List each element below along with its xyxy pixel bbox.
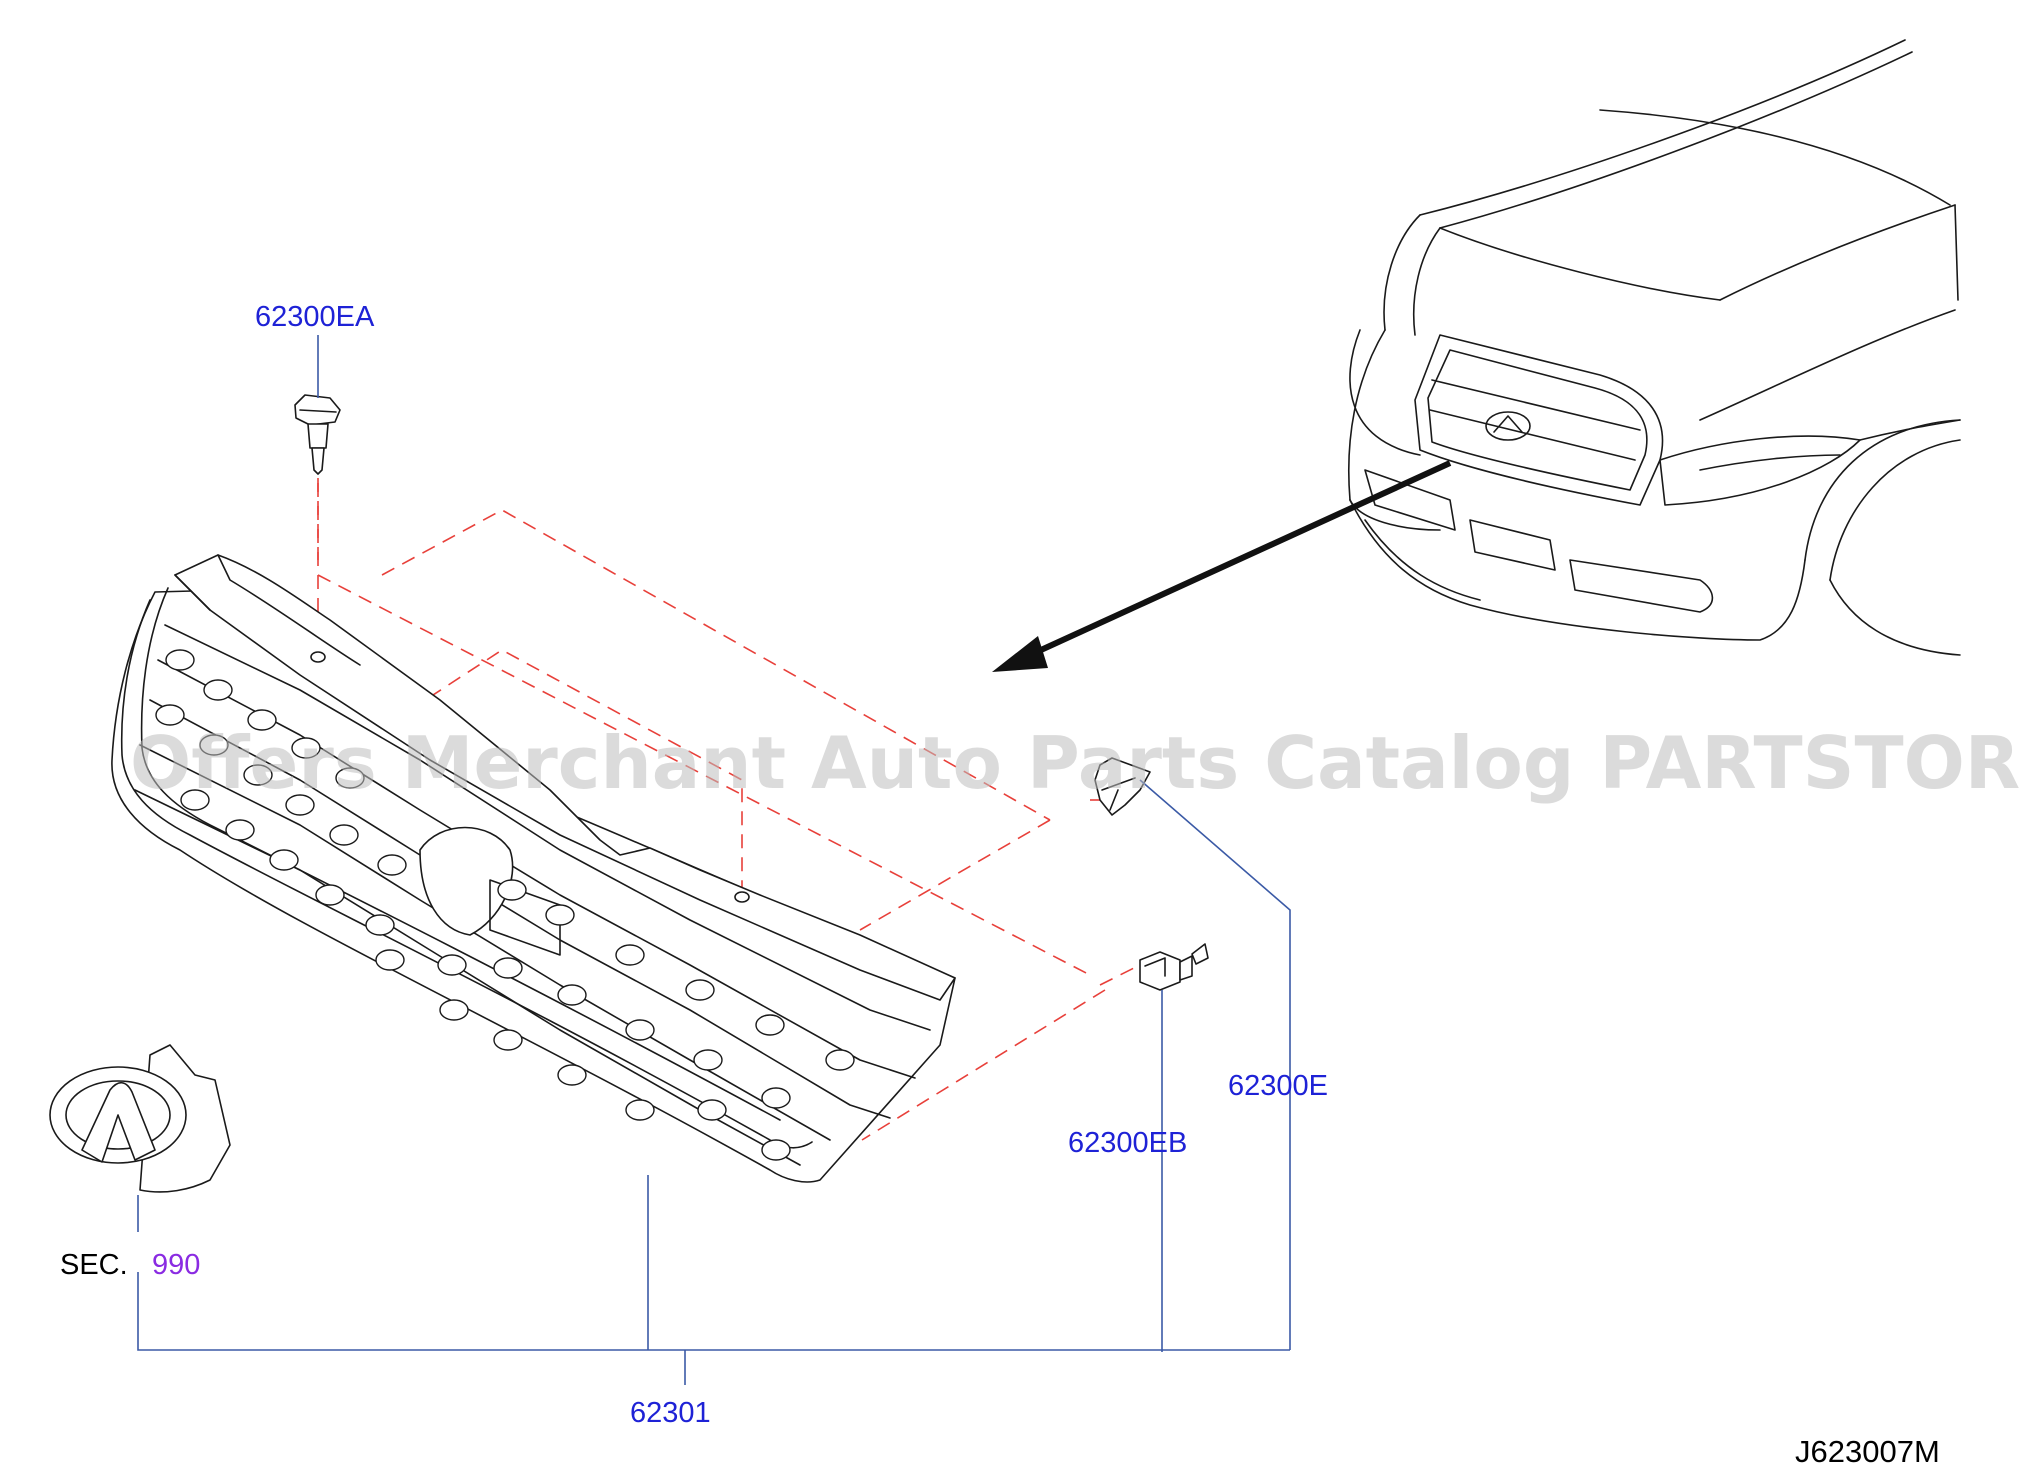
clip-62300EB-icon: [1139, 943, 1209, 991]
clip-62300EA-icon: [294, 394, 341, 475]
section-number-link[interactable]: 990: [152, 1249, 200, 1281]
clip-62300E-icon: [1094, 757, 1151, 816]
callout-bracket: [137, 1175, 1290, 1385]
callout-62300EA[interactable]: 62300EA: [255, 301, 375, 333]
emblem-icon: [49, 1044, 231, 1193]
car-front-illustration: [1347, 39, 1961, 656]
callout-62300EB[interactable]: 62300EB: [1068, 1127, 1187, 1159]
direction-arrow: [992, 460, 1452, 672]
leader-62300E: [1139, 779, 1291, 1350]
grille-assembly: [111, 554, 956, 1183]
watermark-text: Offers Merchant Auto Parts Catalog PARTS…: [130, 721, 2021, 805]
callout-62301[interactable]: 62301: [630, 1397, 711, 1429]
diagram-code: J623007M: [1795, 1434, 1940, 1469]
callout-62300E[interactable]: 62300E: [1228, 1070, 1328, 1102]
section-prefix: SEC.: [60, 1249, 128, 1281]
grille-bumps: [155, 649, 855, 1161]
